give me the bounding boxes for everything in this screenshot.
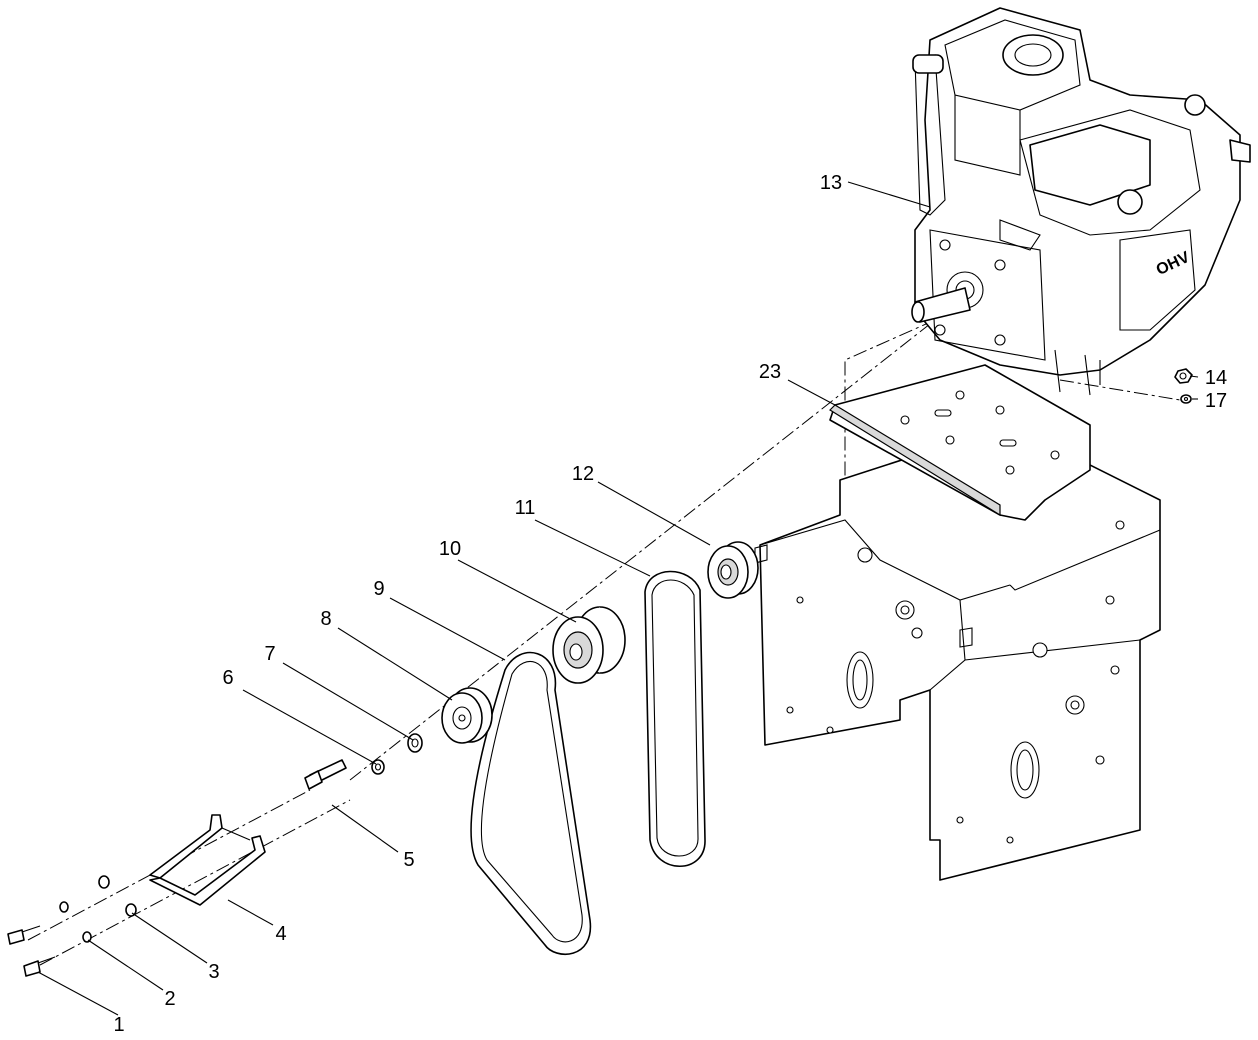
spacer-washer <box>407 733 423 753</box>
callout-leaders <box>37 181 1199 1016</box>
bolt-lower <box>23 960 41 977</box>
fuel-cap <box>1002 34 1064 76</box>
lock-washer <box>371 759 385 775</box>
callout-12: 12 <box>572 463 594 485</box>
callout-8: 8 <box>320 608 331 630</box>
callout-13: 13 <box>820 172 842 194</box>
flat-washer-lower <box>125 903 137 917</box>
callout-17: 17 <box>1205 390 1227 412</box>
engine: OHV <box>911 7 1251 396</box>
idler-pulley-small <box>441 687 493 744</box>
dipstick-handle <box>912 54 944 74</box>
washer-upper <box>98 875 110 889</box>
idler-pulley-large <box>552 606 626 684</box>
callout-2: 2 <box>164 988 175 1010</box>
callout-10: 10 <box>439 538 461 560</box>
hex-nut <box>1174 368 1193 384</box>
callout-4: 4 <box>275 923 286 945</box>
callout-23: 23 <box>759 361 781 383</box>
engine-pulley <box>707 541 759 599</box>
callout-11: 11 <box>515 497 536 519</box>
bolt-upper <box>7 929 25 945</box>
callout-7: 7 <box>264 643 275 665</box>
lock-washer-lower <box>82 931 92 943</box>
belt-guide-bracket <box>149 814 266 906</box>
flat-washer <box>1180 394 1192 404</box>
callout-9: 9 <box>373 578 384 600</box>
callout-labels: 1 2 3 4 5 6 7 8 9 10 11 12 13 14 17 23 <box>113 172 1227 1036</box>
callout-5: 5 <box>403 849 414 871</box>
callout-1: 1 <box>113 1014 124 1036</box>
callout-3: 3 <box>208 961 219 983</box>
shoulder-bolt <box>304 759 347 790</box>
auger-drive-belt <box>644 570 706 868</box>
lock-washer-upper <box>59 901 69 913</box>
hardware-group <box>7 875 137 977</box>
callout-6: 6 <box>222 667 233 689</box>
frame-assembly <box>754 424 1161 881</box>
engine-mounting-plate <box>829 364 1091 521</box>
callout-14: 14 <box>1205 367 1227 389</box>
traction-drive-belt <box>470 651 592 955</box>
